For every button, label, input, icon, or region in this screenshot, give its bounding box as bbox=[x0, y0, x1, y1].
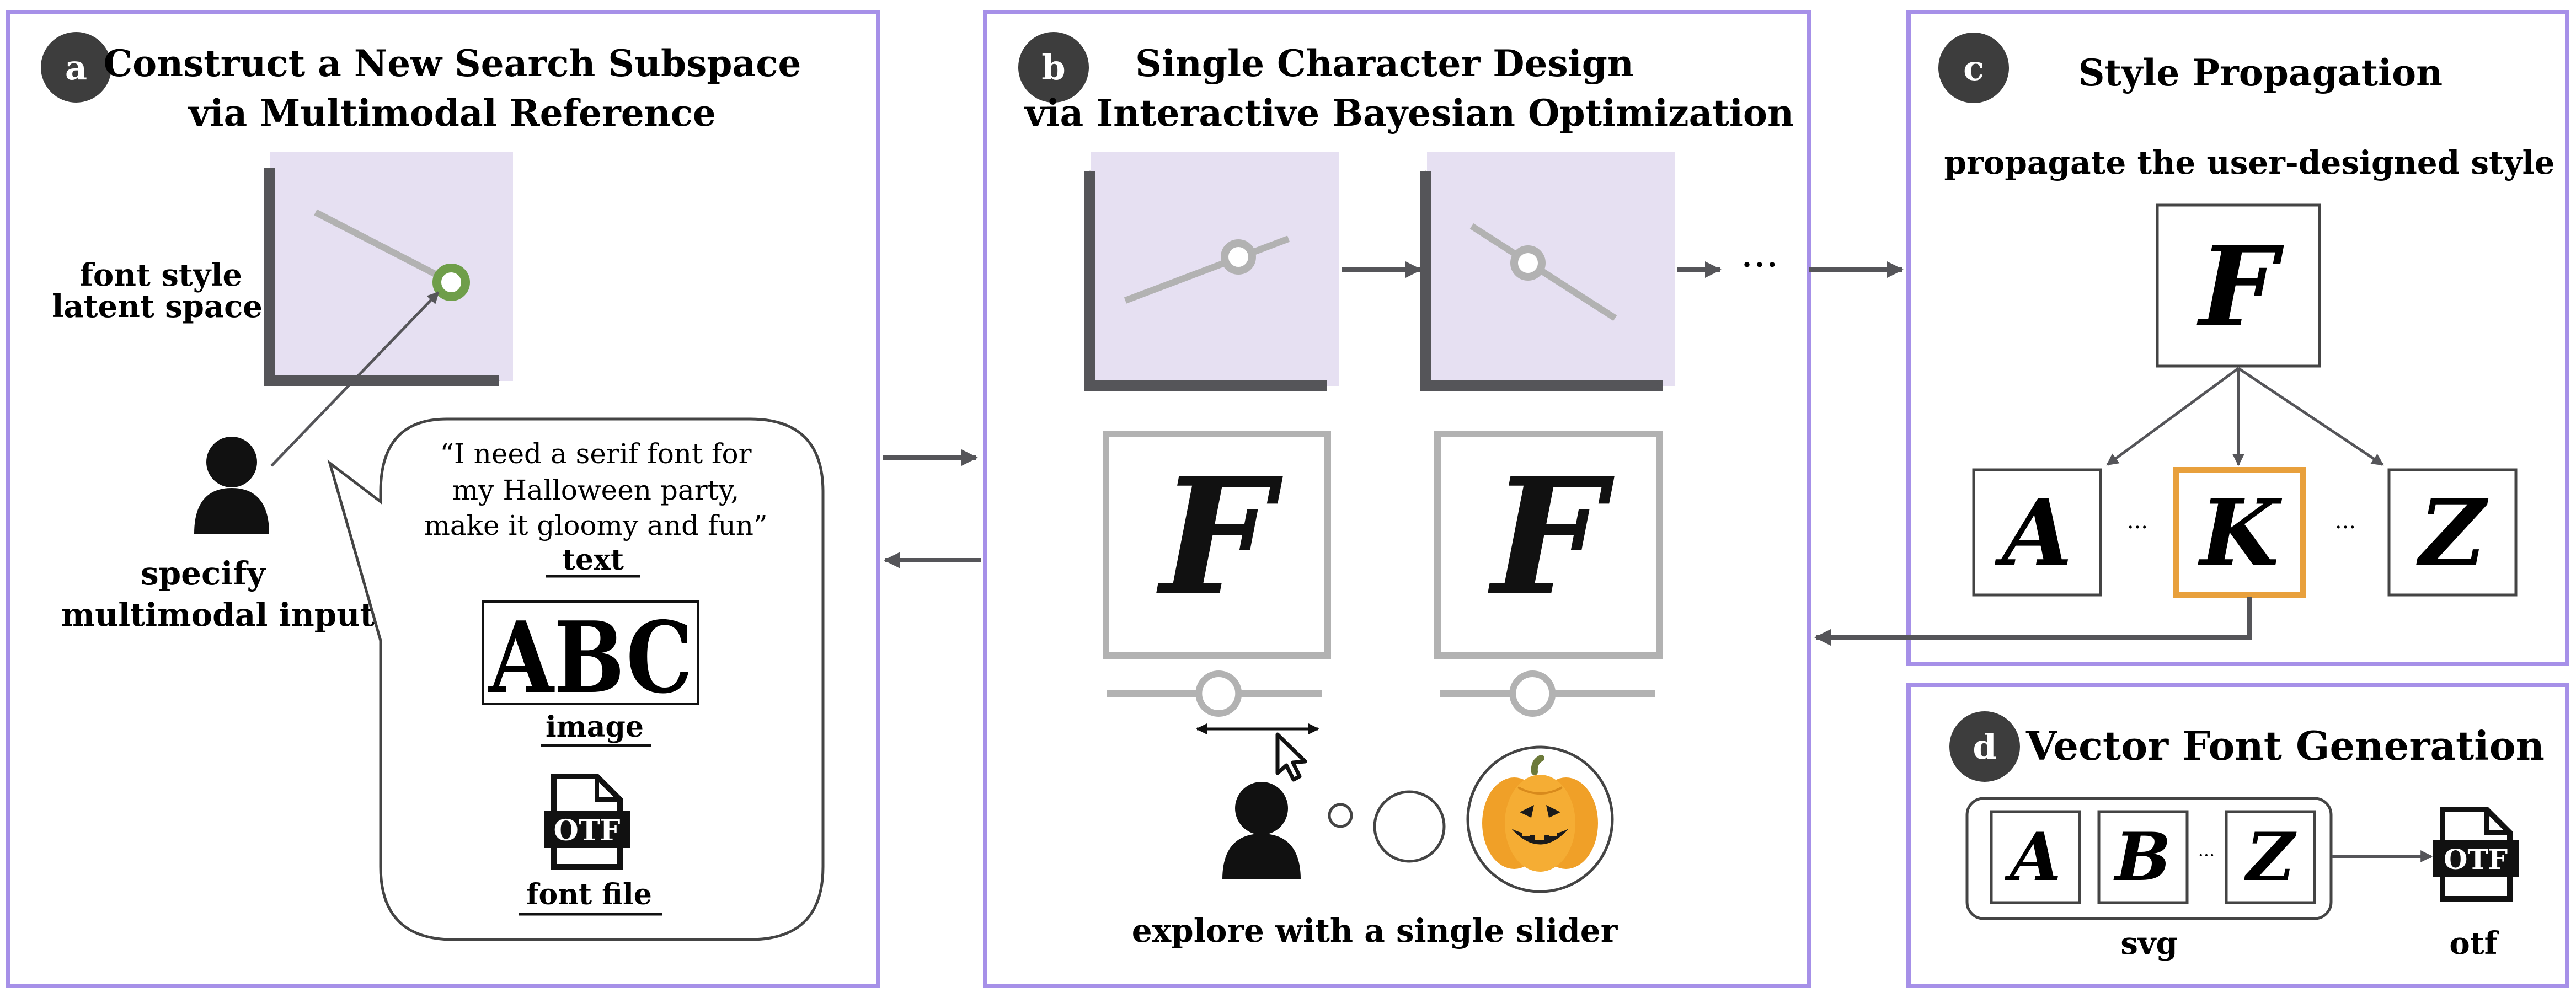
panel-d-frame bbox=[1906, 683, 2569, 988]
svg-glyph-a: A bbox=[2004, 818, 2061, 896]
svg-glyph-box-a bbox=[1990, 810, 2081, 904]
otf-output-label: OTF bbox=[2444, 843, 2508, 876]
otf-file-icon: OTF bbox=[544, 774, 630, 870]
panel-b-frame bbox=[983, 10, 1811, 988]
font-file-caption: font file bbox=[526, 878, 652, 911]
abc-sample-text: ABC bbox=[488, 600, 693, 715]
otf-icon-label: OTF bbox=[554, 814, 621, 847]
panel-a-title-line1: Construct a New Search Subspace bbox=[104, 42, 801, 85]
user-icon bbox=[194, 437, 269, 534]
pumpkin-icon bbox=[1482, 755, 1598, 872]
specify-line1: specify bbox=[141, 555, 266, 592]
panel-d-title: Vector Font Generation bbox=[2025, 722, 2545, 769]
panel-d-badge-letter: d bbox=[1973, 727, 1996, 767]
panel-d-badge bbox=[1949, 711, 2020, 782]
otf-output-icon: OTF bbox=[2433, 807, 2519, 902]
otf-caption: otf bbox=[2449, 925, 2499, 962]
plot1-subspace-line bbox=[1124, 235, 1290, 304]
panel-a-badge-letter: a bbox=[65, 47, 87, 88]
cursor-icon bbox=[1275, 732, 1307, 782]
plot2-subspace-line bbox=[1469, 223, 1617, 321]
slider-1-thumb[interactable] bbox=[1195, 670, 1242, 717]
glyph-preview-2-char: F bbox=[1487, 443, 1617, 631]
panel-b-badge-letter: b bbox=[1041, 47, 1065, 88]
selected-point bbox=[432, 264, 470, 301]
panel-d: d Vector Font Generation A B ··· Z svg O… bbox=[1906, 683, 2569, 988]
panel-b-title-line2: via Interactive Bayesian Optimization bbox=[1024, 92, 1794, 135]
panel-a: a Construct a New Search Subspace via Mu… bbox=[6, 10, 880, 988]
arrow-c-to-b bbox=[1814, 597, 2252, 646]
target-glyph-a: A bbox=[1995, 479, 2072, 586]
panel-c-badge bbox=[1938, 33, 2009, 103]
latent-trajectory bbox=[314, 209, 453, 286]
text-caption: text bbox=[562, 543, 624, 577]
source-glyph: F bbox=[2196, 222, 2284, 352]
svg-glyph-b: B bbox=[2113, 818, 2171, 896]
propagate-arrow-z bbox=[2237, 367, 2384, 466]
svg-glyph-dots: ··· bbox=[2198, 845, 2215, 866]
glyph-preview-2 bbox=[1434, 431, 1663, 659]
panel-b-caption: explore with a single slider bbox=[1132, 912, 1618, 949]
svg-glyph-box-z bbox=[2225, 810, 2316, 904]
latent-label-line2: latent space bbox=[52, 288, 263, 325]
continuation-ellipsis: ··· bbox=[1741, 242, 1779, 288]
panel-c-subtitle: propagate the user-designed style bbox=[1944, 144, 2555, 181]
subspace-plot-2 bbox=[1427, 152, 1675, 386]
target-glyph-z: Z bbox=[2416, 479, 2489, 586]
thought-bubble-medium bbox=[1373, 790, 1446, 863]
panel-b-title-line1: Single Character Design bbox=[1135, 42, 1634, 85]
latent-label-line1: font style bbox=[80, 257, 242, 293]
thought-bubble-small bbox=[1328, 803, 1353, 828]
specify-line2: multimodal input bbox=[61, 596, 375, 634]
target-dots-2: ··· bbox=[2335, 515, 2356, 540]
latent-space-area bbox=[270, 152, 513, 381]
plot1-current-point bbox=[1221, 239, 1256, 275]
source-glyph-box bbox=[2156, 203, 2321, 368]
abc-image-sample bbox=[482, 600, 699, 705]
panel-a-badge bbox=[41, 32, 111, 103]
svg-caption: svg bbox=[2120, 925, 2177, 962]
panel-c-title: Style Propagation bbox=[2078, 51, 2443, 94]
target-glyph-box-k bbox=[2173, 467, 2306, 598]
target-glyph-k: K bbox=[2198, 479, 2282, 586]
user-icon-b bbox=[1222, 782, 1301, 879]
plot2-current-point bbox=[1510, 245, 1546, 281]
target-glyph-box-z bbox=[2387, 468, 2518, 597]
quote-line2: my Halloween party, bbox=[452, 474, 739, 506]
panel-c: c Style Propagation propagate the user-d… bbox=[1906, 10, 2569, 666]
glyph-preview-1-char: F bbox=[1155, 443, 1285, 631]
propagate-arrow-a bbox=[2106, 367, 2240, 466]
quote-line1: “I need a serif font for bbox=[440, 438, 751, 470]
target-glyph-box-a bbox=[1972, 468, 2102, 597]
user-to-latent-arrow bbox=[270, 291, 440, 467]
quote-line3: make it gloomy and fun” bbox=[424, 509, 767, 541]
svg-glyph-box-b bbox=[2097, 810, 2189, 904]
panel-a-title-line2: via Multimodal Reference bbox=[188, 92, 716, 135]
panel-b: b Single Character Design via Interactiv… bbox=[983, 10, 1811, 988]
panel-a-frame bbox=[6, 10, 880, 988]
panel-b-badge bbox=[1018, 32, 1089, 103]
image-caption: image bbox=[546, 710, 644, 744]
panel-c-badge-letter: c bbox=[1963, 48, 1984, 88]
panel-c-frame bbox=[1906, 10, 2569, 666]
slider-2-thumb[interactable] bbox=[1509, 670, 1556, 717]
glyph-preview-1 bbox=[1103, 431, 1331, 659]
target-dots-1: ··· bbox=[2127, 515, 2148, 540]
svg-glyph-z: Z bbox=[2244, 818, 2297, 896]
